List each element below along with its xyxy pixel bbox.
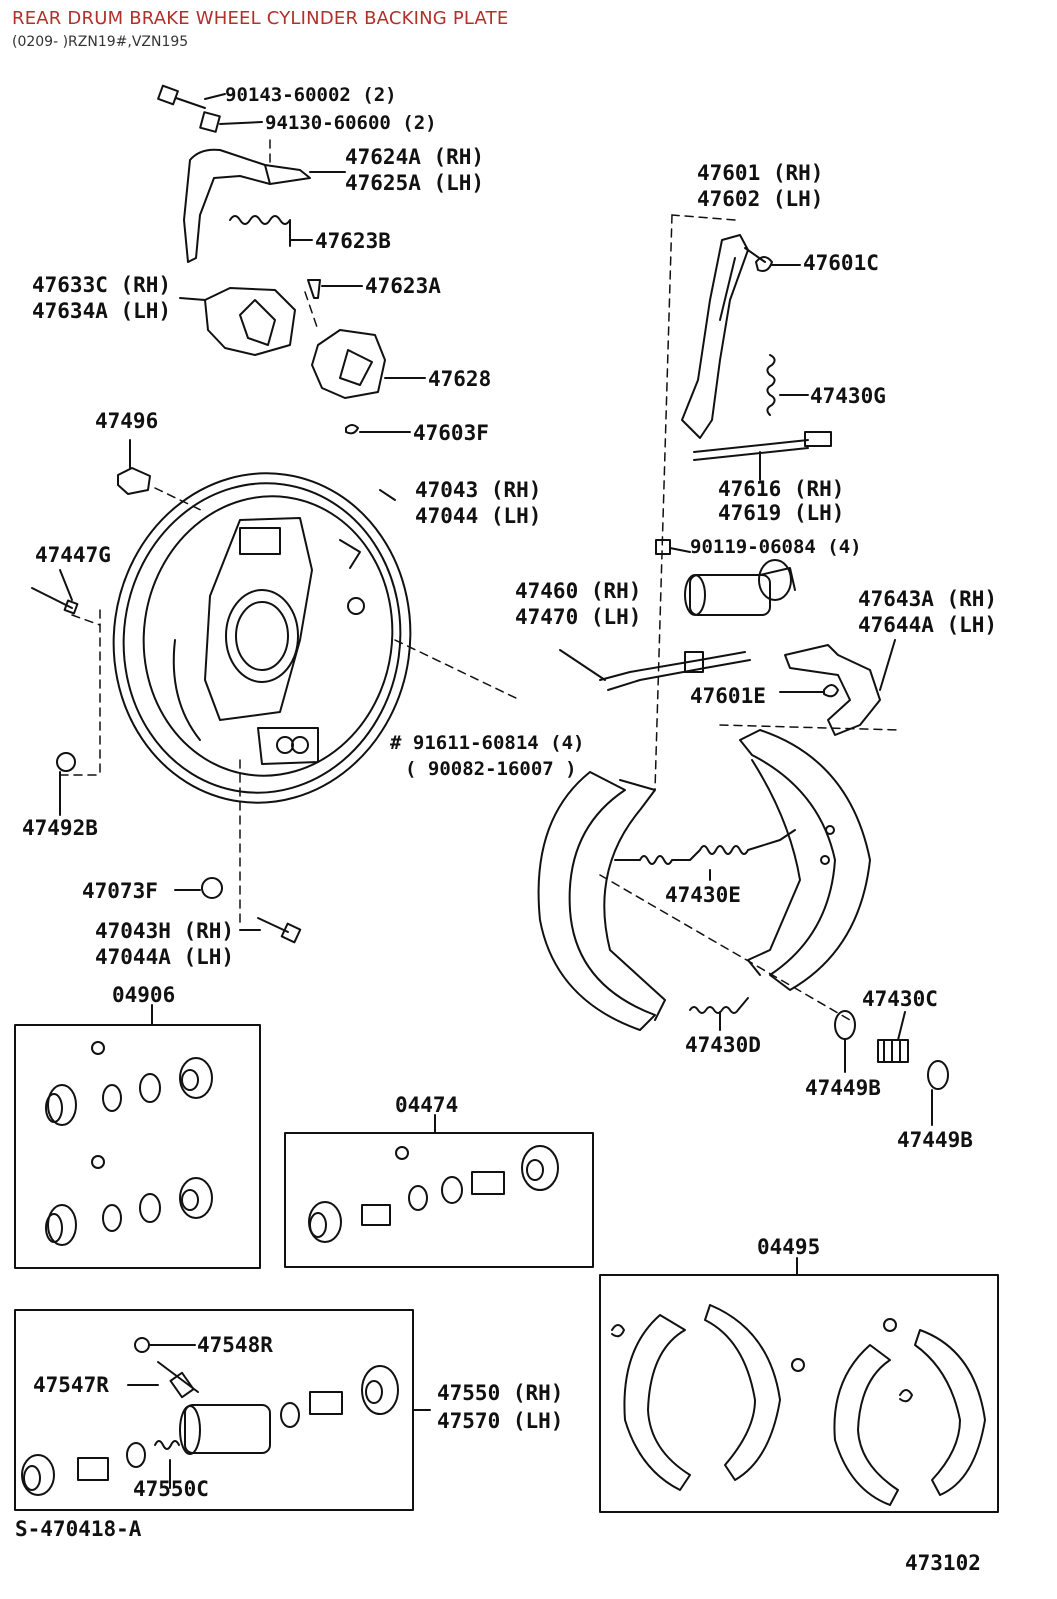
label-47073f: 47073F bbox=[82, 879, 158, 903]
kit-box-04906 bbox=[14, 1004, 261, 1269]
label-47603f: 47603F bbox=[413, 421, 489, 445]
label-04495: 04495 bbox=[757, 1235, 821, 1259]
label-47623b: 47623B bbox=[315, 229, 391, 253]
label-47550c: 47550C bbox=[133, 1477, 209, 1501]
kit-47550-parts bbox=[21, 1337, 399, 1496]
label-94130: 94130-60600 (2) bbox=[265, 112, 437, 134]
bolt-90119 bbox=[655, 539, 691, 555]
kit-04495-parts bbox=[611, 1304, 986, 1506]
label-47548r: 47548R bbox=[197, 1333, 273, 1357]
label-91611: # 91611-60814 (4) bbox=[390, 732, 585, 754]
label-47430e: 47430E bbox=[665, 883, 741, 907]
kit-box-04474 bbox=[284, 1114, 594, 1268]
label-47492b: 47492B bbox=[22, 816, 98, 840]
label-47043h: 47043H (RH) bbox=[95, 919, 235, 943]
label-47601c: 47601C bbox=[803, 251, 879, 275]
block-47628 bbox=[311, 329, 426, 399]
kit-04906-parts bbox=[45, 1041, 213, 1246]
label-04906: 04906 bbox=[112, 983, 176, 1007]
label-47430c: 47430C bbox=[862, 987, 938, 1011]
label-47623a: 47623A bbox=[365, 274, 441, 298]
assembly-lines-left bbox=[59, 139, 521, 926]
spring-47623b bbox=[229, 215, 313, 247]
label-47633c: 47633C (RH) bbox=[32, 273, 172, 297]
strut-47616 bbox=[693, 431, 832, 481]
label-47643a: 47643A (RH) bbox=[858, 587, 998, 611]
bolt-90143 bbox=[157, 84, 226, 109]
nut-94130 bbox=[199, 111, 263, 133]
spring-47430e bbox=[614, 829, 796, 881]
clip-47601c bbox=[755, 256, 801, 272]
label-90143: 90143-60002 (2) bbox=[225, 84, 397, 106]
label-47550: 47550 (RH) bbox=[437, 1381, 564, 1405]
label-04474: 04474 bbox=[395, 1093, 459, 1117]
label-47624a: 47624A (RH) bbox=[345, 145, 485, 169]
label-47430g: 47430G bbox=[810, 384, 886, 408]
clip-47496 bbox=[117, 439, 151, 495]
bolt-47043h bbox=[239, 917, 302, 944]
spring-47430c bbox=[877, 1011, 909, 1063]
diagram-title: REAR DRUM BRAKE WHEEL CYLINDER BACKING P… bbox=[12, 8, 509, 29]
label-47644a: 47644A (LH) bbox=[858, 613, 998, 637]
assembly-lines-right bbox=[599, 214, 901, 1021]
brake-shoe-right bbox=[739, 729, 871, 991]
label-47044a: 47044A (LH) bbox=[95, 945, 235, 969]
label-47625a: 47625A (LH) bbox=[345, 171, 485, 195]
lever-47643a bbox=[784, 639, 896, 736]
label-47470: 47470 (LH) bbox=[515, 605, 642, 629]
label-47619: 47619 (LH) bbox=[718, 501, 845, 525]
label-47496: 47496 bbox=[95, 409, 159, 433]
label-47601: 47601 (RH) bbox=[697, 161, 824, 185]
boot-47633c bbox=[179, 287, 296, 356]
washer-47449b bbox=[834, 1010, 949, 1126]
label-47449b-2: 47449B bbox=[897, 1128, 973, 1152]
spring-47430d bbox=[689, 997, 749, 1031]
adjuster-47460 bbox=[559, 649, 751, 691]
parking-lever-47624a bbox=[183, 148, 346, 263]
label-47628: 47628 bbox=[428, 367, 492, 391]
bolt-47447g bbox=[31, 569, 79, 615]
label-47601e: 47601E bbox=[690, 684, 766, 708]
label-47602: 47602 (LH) bbox=[697, 187, 824, 211]
wheel-cylinder bbox=[684, 559, 796, 616]
label-47449b-1: 47449B bbox=[805, 1076, 881, 1100]
label-47430d: 47430D bbox=[685, 1033, 761, 1057]
plug-47492b bbox=[56, 752, 76, 816]
nut-47073f bbox=[174, 877, 223, 899]
spring-47430g bbox=[766, 354, 809, 416]
label-47460: 47460 (RH) bbox=[515, 579, 642, 603]
clip-47603f bbox=[345, 424, 411, 435]
label-90082: ( 90082-16007 ) bbox=[405, 758, 577, 780]
label-47044: 47044 (LH) bbox=[415, 504, 542, 528]
clip-47601e bbox=[779, 684, 839, 698]
kit-box-47550 bbox=[14, 1309, 431, 1511]
pin-47623a bbox=[307, 279, 363, 299]
backing-plate-47043 bbox=[112, 472, 412, 804]
label-47547r: 47547R bbox=[33, 1373, 109, 1397]
label-47043: 47043 (RH) bbox=[415, 478, 542, 502]
label-90119: 90119-06084 (4) bbox=[690, 536, 862, 558]
kit-box-04495 bbox=[599, 1257, 999, 1513]
kit-04474-parts bbox=[308, 1145, 559, 1243]
label-ref-left: S-470418-A bbox=[15, 1517, 142, 1541]
brake-shoe-left bbox=[537, 771, 666, 1031]
lever-47601 bbox=[681, 234, 766, 439]
label-47634a: 47634A (LH) bbox=[32, 299, 172, 323]
label-47570: 47570 (LH) bbox=[437, 1409, 564, 1433]
label-47616: 47616 (RH) bbox=[718, 477, 845, 501]
label-ref-right: 473102 bbox=[905, 1551, 981, 1575]
label-47447g: 47447G bbox=[35, 543, 111, 567]
diagram-subtitle: (0209- )RZN19#,VZN195 bbox=[12, 34, 189, 50]
